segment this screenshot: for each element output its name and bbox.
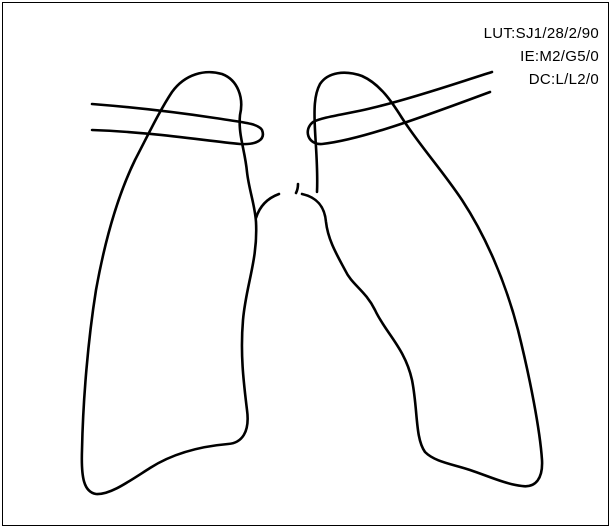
right-clavicle [92,104,263,144]
acquisition-annotations: LUT:SJ1/28/2/90 IE:M2/G5/0 DC:L/L2/0 [484,22,599,91]
left-lung-outline [302,73,542,487]
right-hilum-hook [256,194,279,218]
left-clavicle [308,72,492,144]
ie-label: IE:M2/G5/0 [484,45,599,68]
left-lung-trachea-stub [296,184,298,193]
lut-label: LUT:SJ1/28/2/90 [484,22,599,45]
dc-label: DC:L/L2/0 [484,68,599,91]
